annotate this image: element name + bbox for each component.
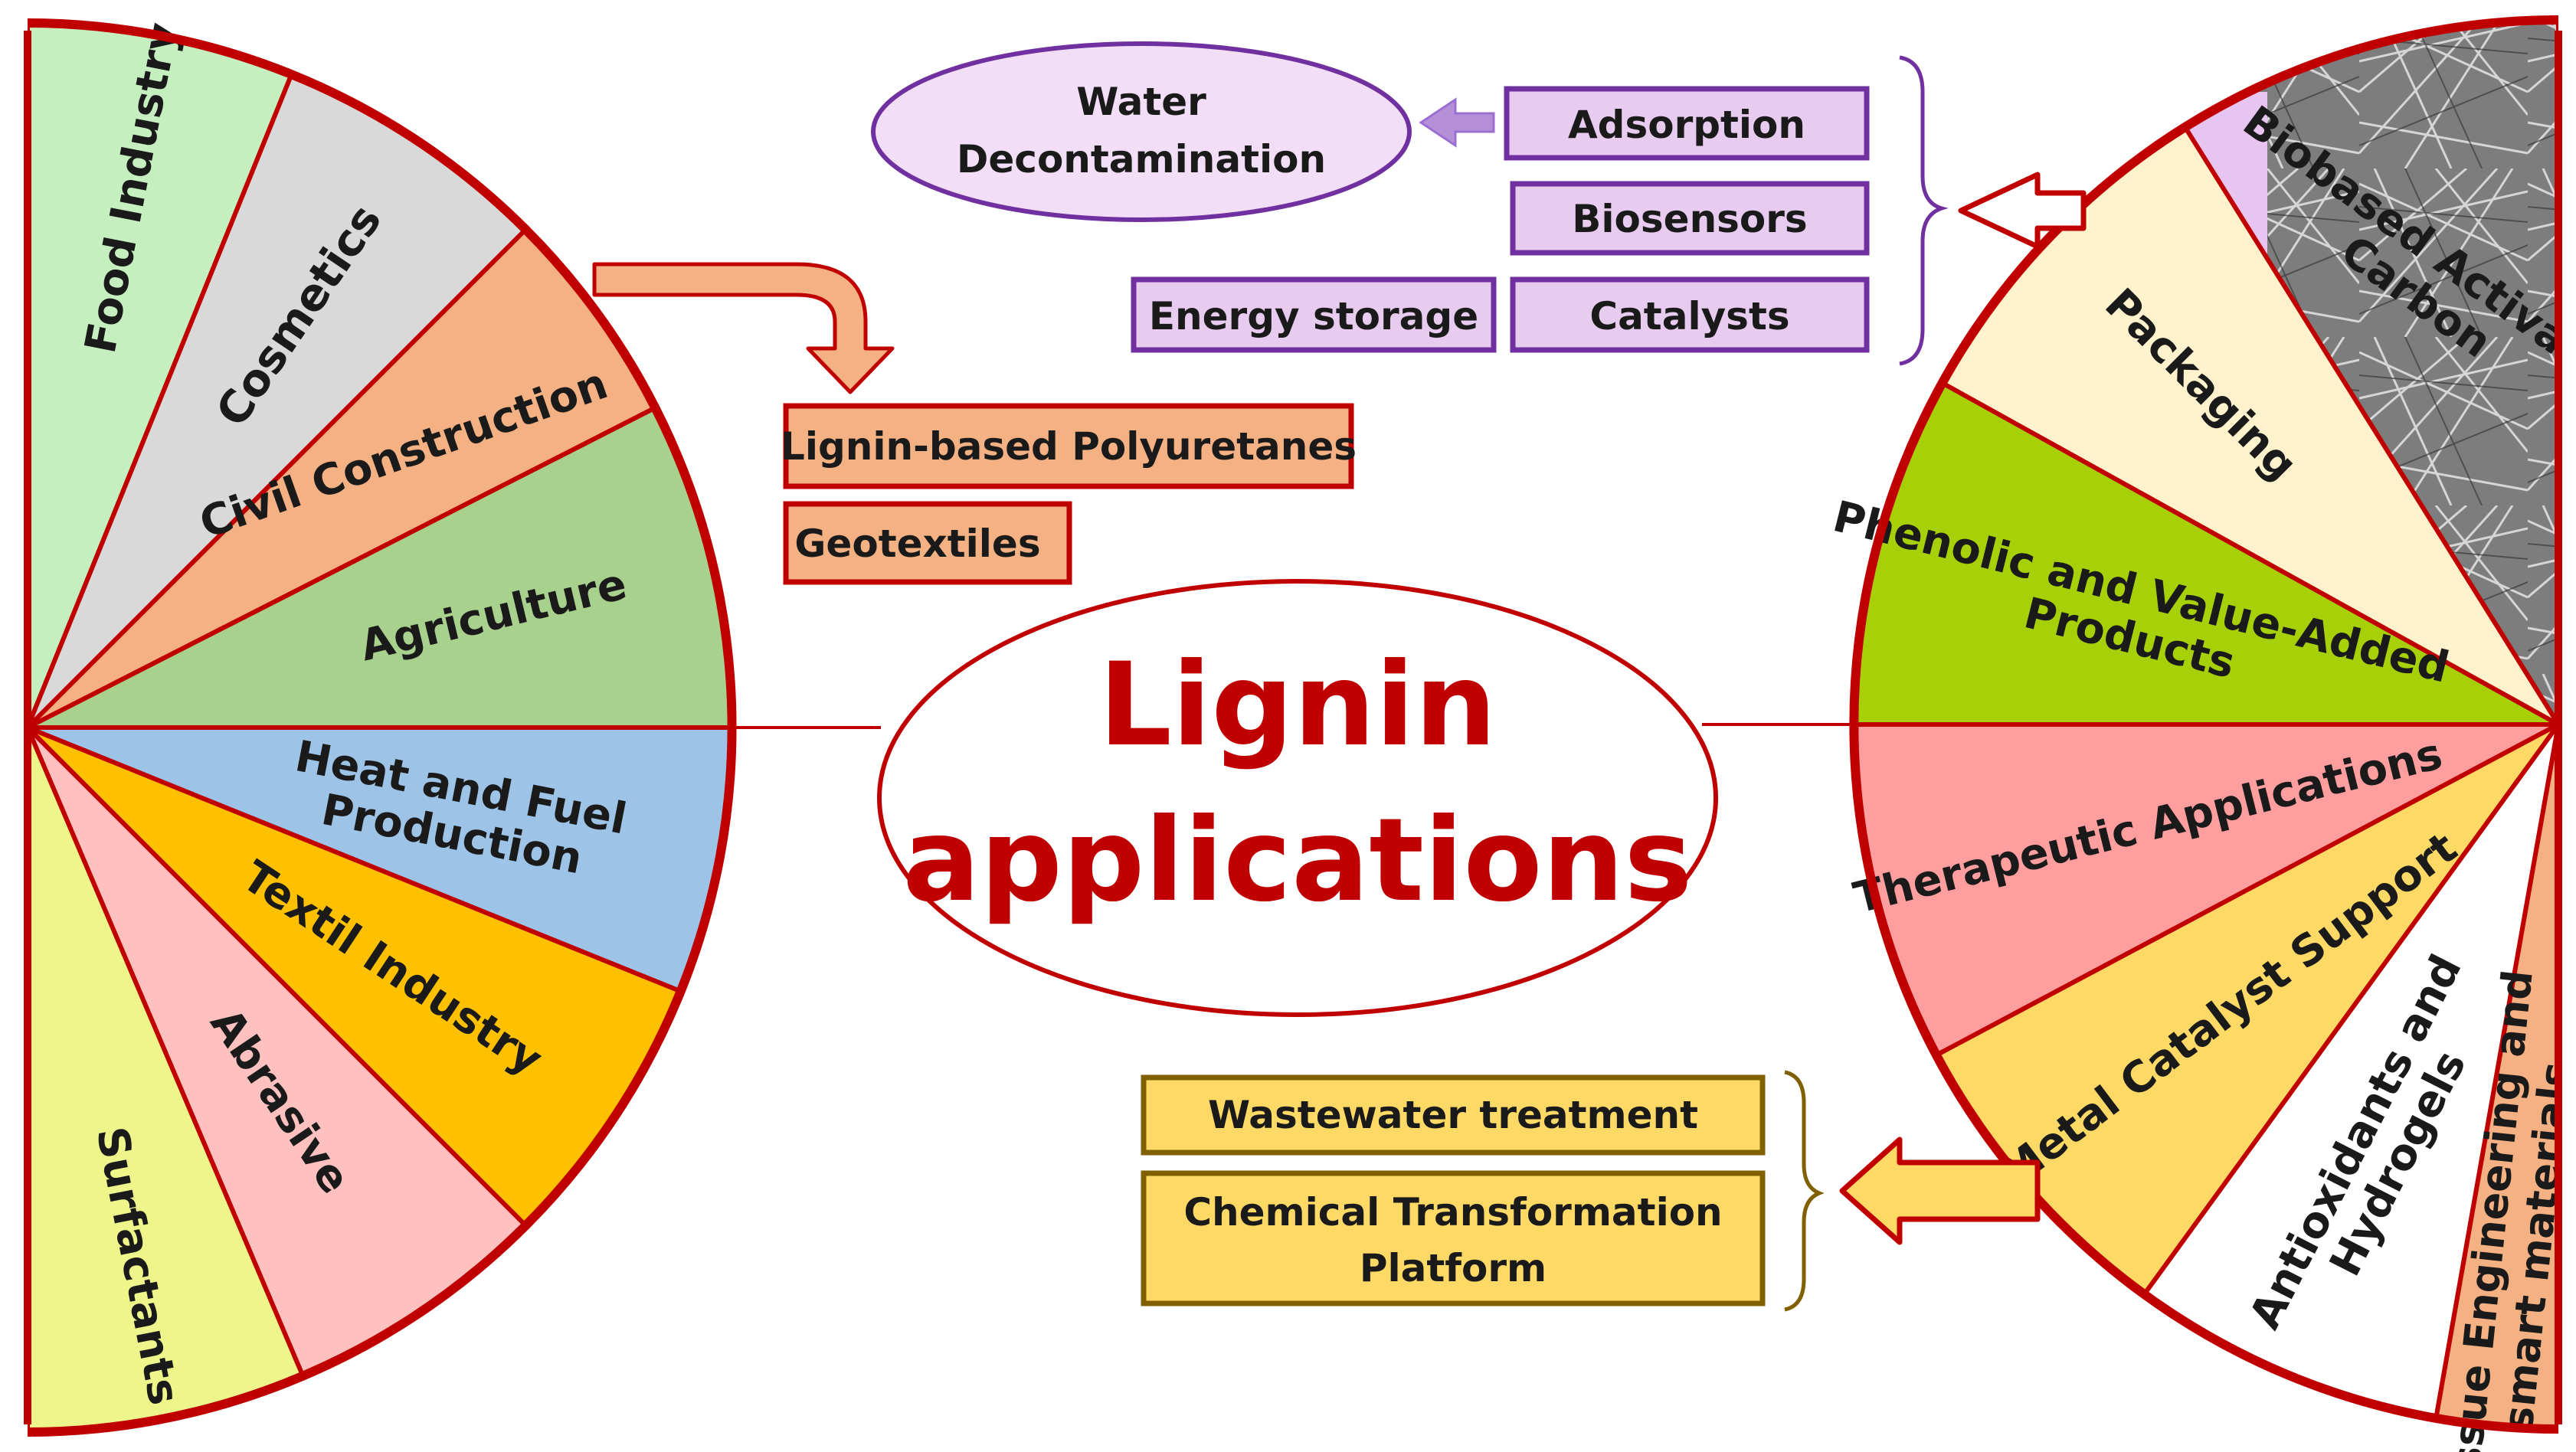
box-chemical-line-1: Chemical Transformation xyxy=(1183,1190,1722,1235)
box-wastewater: Wastewater treatment xyxy=(1208,1093,1698,1137)
box-catalysts: Catalysts xyxy=(1589,294,1789,338)
semicircle-border xyxy=(28,18,737,1437)
box-chemical-line-2: Platform xyxy=(1360,1246,1547,1290)
title-line-1: Lignin xyxy=(1098,639,1496,772)
title-line-2: applications xyxy=(902,794,1692,927)
purple-arrow xyxy=(1419,97,1495,148)
red-arrow-right-to-brace xyxy=(1958,172,2087,250)
ellipse-water-line-1: Water xyxy=(1076,80,1206,124)
connector-lines xyxy=(729,723,1858,729)
right-semicircle: Biobased ActivationCarbonPackagingPhenol… xyxy=(1828,15,2562,1452)
central-title: Lignin applications xyxy=(877,579,1718,1017)
orange-box-group: Lignin-based Polyuretanes Geotextiles xyxy=(781,403,1357,585)
box-energy-storage: Energy storage xyxy=(1149,294,1478,338)
box-adsorption: Adsorption xyxy=(1568,103,1805,147)
semicircle-border xyxy=(1849,15,2558,1434)
yellow-brace xyxy=(1784,1070,1825,1312)
box-geotextiles: Geotextiles xyxy=(794,522,1040,566)
orange-arrow xyxy=(592,262,895,394)
box-lignin-polyuretanes: Lignin-based Polyuretanes xyxy=(781,424,1357,469)
box-biosensors: Biosensors xyxy=(1572,197,1807,241)
ellipse-water-line-2: Decontamination xyxy=(957,137,1326,182)
yellow-box-group: Wastewater treatment Chemical Transforma… xyxy=(1141,1070,2041,1312)
yellow-arrow xyxy=(1839,1136,2041,1245)
purple-brace xyxy=(1899,55,1949,366)
purple-box-group: Water Decontamination Adsorption Biosens… xyxy=(871,41,2087,366)
